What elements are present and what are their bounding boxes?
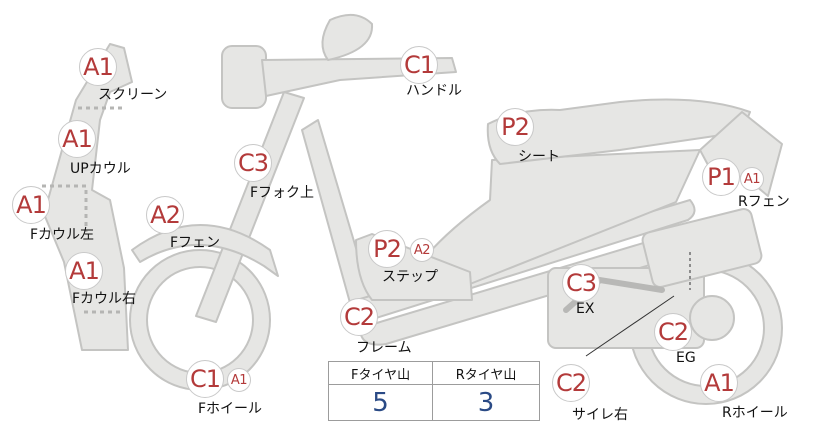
front-cowl-right-label: Fカウル右 <box>72 291 137 307</box>
front-cowl-left-grade-badge: A1 <box>12 186 50 224</box>
step-label: ステップ <box>382 269 438 285</box>
front-cowl-left-label: Fカウル左 <box>30 227 95 243</box>
front-wheel-grade-badge: C1 <box>186 360 224 398</box>
rear-wheel-label: Rホイール <box>722 405 788 421</box>
up-cowl-grade-badge: A1 <box>58 120 96 158</box>
front-fork-grade-badge: C3 <box>234 144 272 182</box>
front-tread-header: Fタイヤ山 <box>327 361 434 385</box>
seat-grade-badge: P2 <box>496 108 534 146</box>
step-secondary-grade-badge: A2 <box>410 238 434 262</box>
front-cowl-right-grade-badge: A1 <box>65 252 103 290</box>
rear-tread-header: Rタイヤ山 <box>432 361 540 385</box>
screen-grade-badge: A1 <box>79 48 117 86</box>
rear-wheel-grade-badge: A1 <box>700 364 738 402</box>
up-cowl-label: UPカウル <box>70 161 131 177</box>
engine-grade-badge: C2 <box>654 313 692 351</box>
front-fender-grade-badge: A2 <box>146 196 184 234</box>
handle-grade-badge: C1 <box>400 46 438 84</box>
tire-tread-table: Fタイヤ山 Rタイヤ山 5 3 <box>327 361 540 421</box>
front-fork-label: Fフォク上 <box>250 185 315 201</box>
handle-label: ハンドル <box>406 83 462 99</box>
frame-label: フレーム <box>356 340 412 356</box>
mirror-shape <box>321 13 374 61</box>
exhaust-label: EX <box>576 301 595 317</box>
seat-label: シート <box>518 149 560 165</box>
seat-shape <box>486 98 751 165</box>
engine-label: EG <box>676 350 696 366</box>
step-grade-badge: P2 <box>368 230 406 268</box>
front-cowl-shape <box>43 43 133 351</box>
frame-grade-badge: C2 <box>340 298 378 336</box>
screen-label: スクリーン <box>98 87 168 103</box>
rear-fender-label: Rフェン <box>738 194 790 210</box>
rear-fender-grade-badge: P1 <box>702 158 740 196</box>
silencer-right-label: サイレ右 <box>572 407 628 423</box>
front-wheel-secondary-grade-badge: A1 <box>227 368 251 392</box>
front-tread-value: 5 <box>327 384 434 421</box>
front-fender-label: Fフェン <box>170 235 221 251</box>
headlight-shape <box>221 45 267 109</box>
rear-tread-value: 3 <box>432 384 540 421</box>
silencer-right-grade-badge: C2 <box>552 364 590 402</box>
rear-fender-secondary-grade-badge: A1 <box>740 167 764 191</box>
front-wheel-label: Fホイール <box>198 401 263 417</box>
muffler-shape <box>641 207 763 289</box>
exhaust-grade-badge: C3 <box>562 264 600 302</box>
